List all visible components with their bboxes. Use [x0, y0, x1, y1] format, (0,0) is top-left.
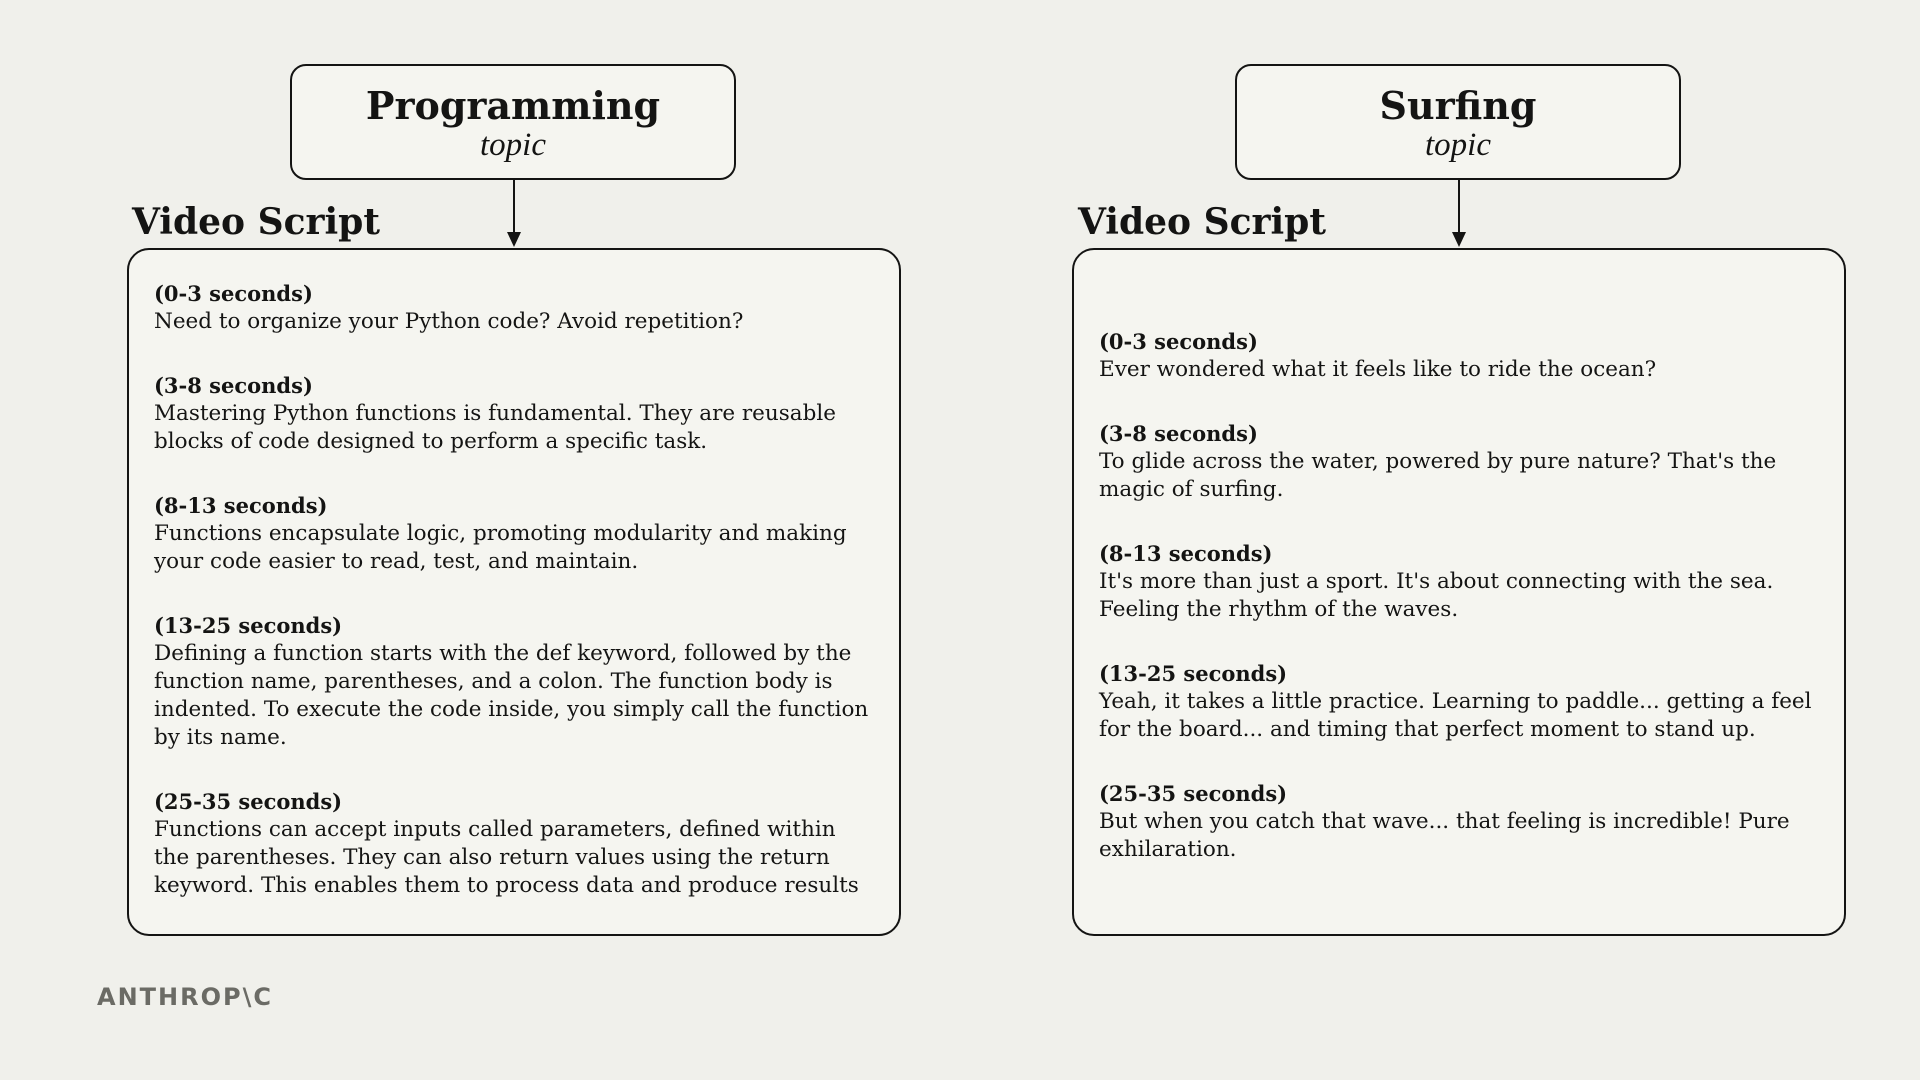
topic-subtitle: topic	[480, 127, 546, 163]
segment-text: But when you catch that wave... that fee…	[1099, 809, 1790, 862]
script-segment: (13-25 seconds) Yeah, it takes a little p…	[1099, 660, 1822, 744]
script-segment: (8-13 seconds) Functions encapsulate logi…	[154, 492, 877, 576]
segment-time: (3-8 seconds)	[1099, 421, 1258, 446]
segment-time: (3-8 seconds)	[154, 373, 313, 398]
segment-text: It's more than just a sport. It's about …	[1099, 569, 1774, 622]
script-segment: (25-35 seconds) Functions can accept inpu…	[154, 788, 877, 900]
segment-time: (0-3 seconds)	[1099, 329, 1258, 354]
segment-time: (8-13 seconds)	[154, 493, 328, 518]
topic-box-programming: Programming topic	[290, 64, 736, 180]
script-segment: (3-8 seconds) To glide across the water, …	[1099, 420, 1822, 504]
segment-text: Functions can accept inputs called param…	[154, 817, 859, 898]
segment-time: (13-25 seconds)	[154, 613, 343, 638]
segment-time: (0-3 seconds)	[154, 281, 313, 306]
segment-time: (25-35 seconds)	[154, 789, 343, 814]
segment-text: Functions encapsulate logic, promoting m…	[154, 521, 847, 574]
topic-box-surfing: Surfing topic	[1235, 64, 1681, 180]
topic-title: Surfing	[1379, 83, 1537, 128]
script-segment: (0-3 seconds) Need to organize your Pytho…	[154, 280, 877, 336]
segment-text: Yeah, it takes a little practice. Learni…	[1099, 689, 1812, 742]
segment-time: (25-35 seconds)	[1099, 781, 1288, 806]
script-segment: (8-13 seconds) It's more than just a spor…	[1099, 540, 1822, 624]
segment-text: To glide across the water, powered by pu…	[1099, 449, 1777, 502]
segment-text: Defining a function starts with the def …	[154, 641, 869, 750]
script-segment: (13-25 seconds) Defining a function start…	[154, 612, 877, 752]
segment-text: Ever wondered what it feels like to ride…	[1099, 357, 1657, 382]
section-label-video-script: Video Script	[132, 201, 380, 243]
script-box-surfing: (0-3 seconds) Ever wondered what it feels…	[1072, 248, 1846, 936]
anthropic-logo: ANTHROP\C	[97, 983, 273, 1011]
segment-time: (8-13 seconds)	[1099, 541, 1273, 566]
section-label-video-script: Video Script	[1078, 201, 1326, 243]
segment-time: (13-25 seconds)	[1099, 661, 1288, 686]
script-segment: (25-35 seconds) But when you catch that w…	[1099, 780, 1822, 864]
segment-text: Mastering Python functions is fundamenta…	[154, 401, 836, 454]
script-segment: (0-3 seconds) Ever wondered what it feels…	[1099, 328, 1822, 384]
segment-text: Need to organize your Python code? Avoid…	[154, 309, 744, 334]
segment-list: (0-3 seconds) Need to organize your Pytho…	[154, 280, 877, 936]
segment-list: (0-3 seconds) Ever wondered what it feels…	[1099, 328, 1822, 900]
down-arrow-icon	[507, 180, 521, 247]
down-arrow-icon	[1452, 180, 1466, 247]
script-box-programming: (0-3 seconds) Need to organize your Pytho…	[127, 248, 901, 936]
script-segment: (3-8 seconds) Mastering Python functions …	[154, 372, 877, 456]
topic-title: Programming	[365, 83, 661, 128]
topic-subtitle: topic	[1425, 127, 1491, 163]
